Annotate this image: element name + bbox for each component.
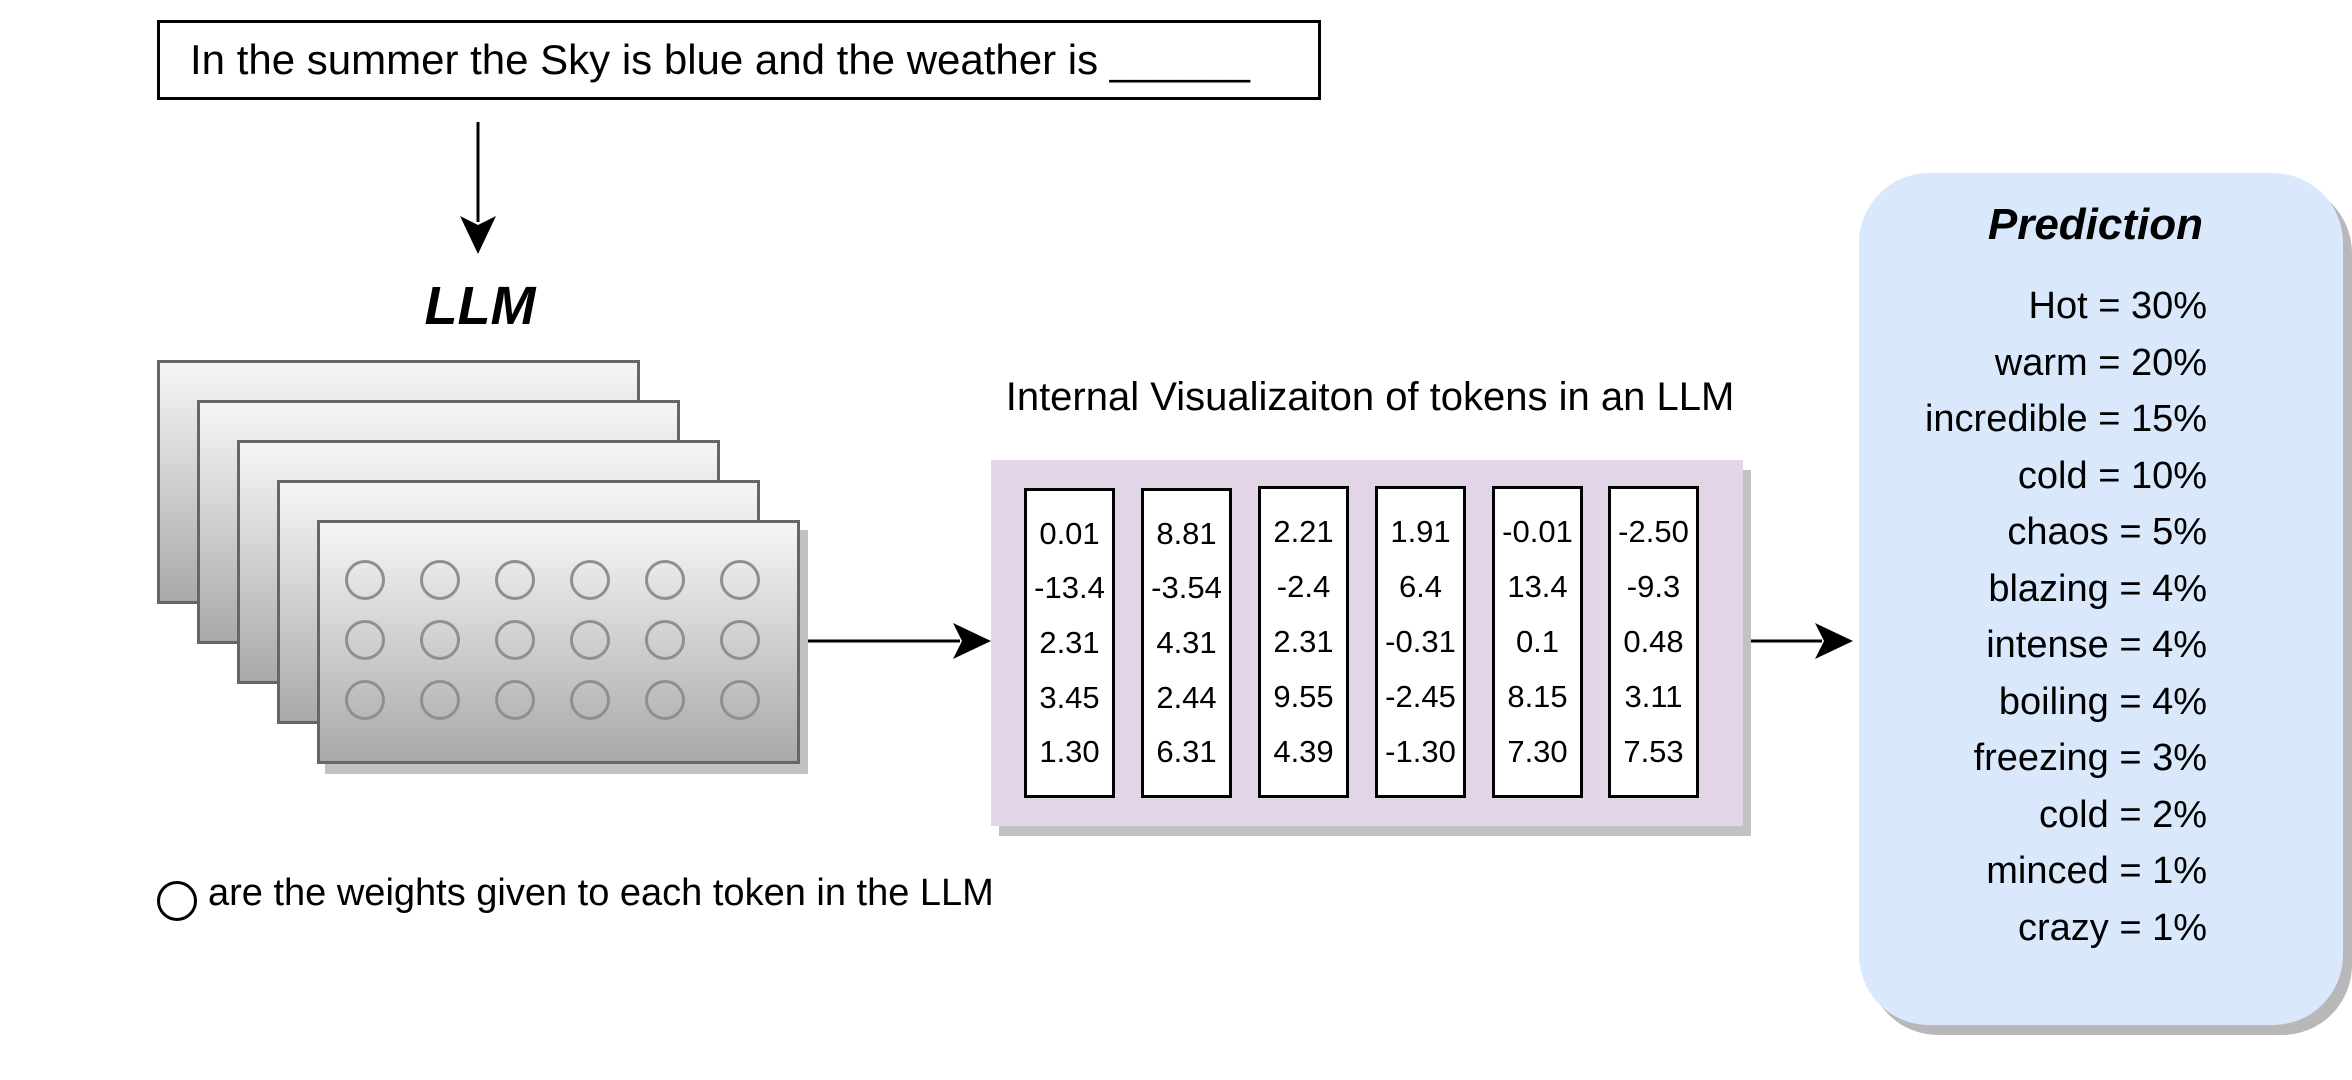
token-column-6: -2.50 -9.3 0.48 3.11 7.53 bbox=[1608, 486, 1699, 798]
token-value: 3.11 bbox=[1624, 679, 1683, 714]
token-value: 0.1 bbox=[1515, 624, 1560, 659]
weight-circle-icon bbox=[420, 620, 460, 660]
weight-circle-icon bbox=[495, 620, 535, 660]
token-column-5: -0.01 13.4 0.1 8.15 7.30 bbox=[1492, 486, 1583, 798]
prediction-list: Hot = 30% warm = 20% incredible = 15% co… bbox=[1859, 278, 2207, 956]
token-value: 13.4 bbox=[1507, 569, 1568, 604]
prediction-item: cold = 10% bbox=[2017, 454, 2207, 497]
weight-circle-icon bbox=[345, 620, 385, 660]
weight-circle-icon bbox=[720, 560, 760, 600]
token-column-2: 8.81 -3.54 4.31 2.44 6.31 bbox=[1141, 488, 1232, 798]
prediction-item: freezing = 3% bbox=[1973, 737, 2207, 779]
token-value: 6.31 bbox=[1156, 734, 1217, 770]
legend-weight-circle-icon bbox=[157, 881, 197, 921]
token-value: 2.31 bbox=[1273, 624, 1334, 659]
prediction-item: Hot = 30% bbox=[2028, 285, 2208, 327]
weight-circle-icon bbox=[495, 680, 535, 720]
token-value: 7.53 bbox=[1623, 734, 1684, 769]
token-value: 0.48 bbox=[1623, 624, 1684, 659]
token-value: -9.3 bbox=[1626, 569, 1681, 604]
token-value: 1.30 bbox=[1039, 734, 1100, 770]
token-value: 9.55 bbox=[1273, 679, 1334, 714]
weight-circle-icon bbox=[720, 620, 760, 660]
token-value: -2.50 bbox=[1618, 514, 1689, 549]
weight-circle-icon bbox=[420, 680, 460, 720]
token-value: 8.81 bbox=[1156, 515, 1217, 551]
prediction-panel bbox=[1859, 173, 2343, 1025]
prediction-item: warm = 20% bbox=[1994, 341, 2207, 384]
weight-circle-icon bbox=[645, 560, 685, 600]
prediction-item: boiling = 4% bbox=[1998, 680, 2207, 723]
token-value: -0.01 bbox=[1502, 514, 1573, 549]
weights-grid bbox=[345, 560, 760, 720]
token-value: -13.4 bbox=[1034, 570, 1105, 606]
token-value: 8.15 bbox=[1507, 679, 1568, 714]
token-value: -1.30 bbox=[1385, 734, 1456, 769]
prediction-title: Prediction bbox=[1987, 200, 2203, 249]
token-value: 2.31 bbox=[1039, 624, 1100, 660]
arrow-prompt-to-llm bbox=[460, 122, 496, 254]
prediction-item: incredible = 15% bbox=[1924, 398, 2207, 440]
weight-circle-icon bbox=[570, 560, 610, 600]
token-value: 1.91 bbox=[1390, 514, 1451, 549]
token-column-3: 2.21 -2.4 2.31 9.55 4.39 bbox=[1258, 486, 1349, 798]
weight-circle-icon bbox=[570, 620, 610, 660]
token-value: -2.4 bbox=[1276, 569, 1331, 604]
arrow-llm-to-viz bbox=[800, 623, 991, 659]
token-value: 6.4 bbox=[1398, 569, 1443, 604]
token-value: 4.31 bbox=[1156, 624, 1217, 660]
weight-circle-icon bbox=[645, 620, 685, 660]
weight-circle-icon bbox=[570, 680, 610, 720]
token-value: 4.39 bbox=[1273, 734, 1334, 769]
prediction-item: crazy = 1% bbox=[2017, 906, 2207, 949]
token-value: 0.01 bbox=[1039, 515, 1100, 551]
prediction-item: chaos = 5% bbox=[2007, 511, 2207, 553]
token-value: 2.21 bbox=[1273, 514, 1334, 549]
token-value: -3.54 bbox=[1151, 570, 1222, 606]
prediction-item: intense = 4% bbox=[1986, 624, 2207, 666]
token-value: 2.44 bbox=[1156, 679, 1217, 715]
token-column-1: 0.01 -13.4 2.31 3.45 1.30 bbox=[1024, 488, 1115, 798]
prediction-item: blazing = 4% bbox=[1988, 567, 2207, 610]
prediction-item: minced = 1% bbox=[1986, 850, 2207, 892]
llm-title: LLM bbox=[424, 276, 536, 336]
token-value: 3.45 bbox=[1039, 679, 1100, 715]
token-value: -0.31 bbox=[1385, 624, 1456, 659]
prediction-item: cold = 2% bbox=[2039, 793, 2207, 836]
token-value: 7.30 bbox=[1507, 734, 1568, 769]
weight-circle-icon bbox=[645, 680, 685, 720]
weight-circle-icon bbox=[720, 680, 760, 720]
token-column-4: 1.91 6.4 -0.31 -2.45 -1.30 bbox=[1375, 486, 1466, 798]
weight-circle-icon bbox=[345, 560, 385, 600]
visualization-title: Internal Visualizaiton of tokens in an L… bbox=[1005, 375, 1735, 419]
arrow-viz-to-prediction bbox=[1743, 623, 1853, 659]
prompt-text: In the summer the Sky is blue and the we… bbox=[190, 36, 1250, 83]
weight-circle-icon bbox=[495, 560, 535, 600]
llm-layer-front bbox=[317, 520, 800, 764]
prompt-box: In the summer the Sky is blue and the we… bbox=[157, 20, 1321, 100]
weight-circle-icon bbox=[345, 680, 385, 720]
legend-text: are the weights given to each token in t… bbox=[208, 872, 994, 914]
weight-circle-icon bbox=[420, 560, 460, 600]
token-value: -2.45 bbox=[1385, 679, 1456, 714]
